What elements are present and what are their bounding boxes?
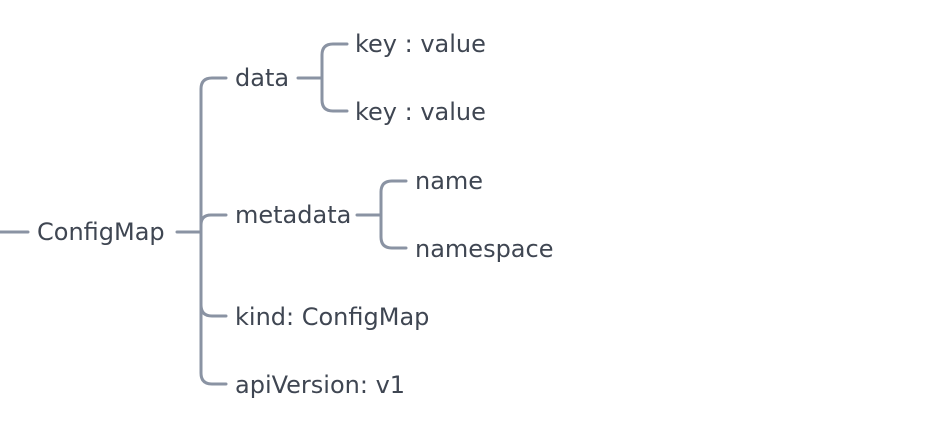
node-apiversion: apiVersion: v1 — [235, 371, 406, 399]
node-data: data — [235, 64, 290, 92]
node-data-key-value-2: key : value — [355, 98, 486, 126]
node-metadata-name: name — [415, 167, 484, 195]
connector-metadata-bracket — [379, 179, 408, 250]
node-configmap: ConfigMap — [37, 218, 165, 246]
connector-data-bracket — [320, 42, 349, 113]
node-data-key-value-1: key : value — [355, 30, 486, 58]
node-metadata-namespace: namespace — [415, 235, 554, 263]
connector-to-kind — [199, 303, 228, 318]
connector-to-metadata — [199, 213, 228, 227]
connector-root-bracket — [199, 76, 228, 386]
node-kind: kind: ConfigMap — [235, 303, 430, 331]
node-metadata: metadata — [235, 201, 352, 229]
